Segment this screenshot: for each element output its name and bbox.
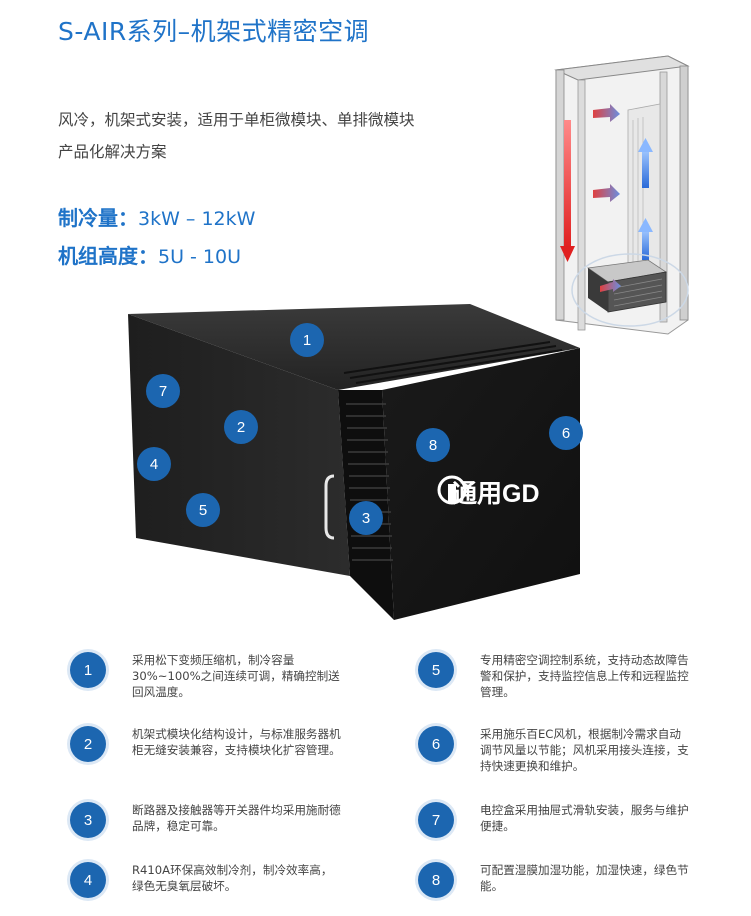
cooling-capacity-value: 3kW – 12kW (138, 208, 256, 230)
feature-number-badge: 7 (418, 802, 454, 838)
description-line-1: 风冷，机架式安装，适用于单柜微模块、单排微模块 (58, 111, 415, 129)
feature-text: 机架式模块化结构设计，与标准服务器机柜无缝安装兼容，支持模块化扩容管理。 (132, 727, 341, 757)
feature-number-badge: 5 (418, 652, 454, 688)
callout-badge-8: 8 (416, 428, 450, 462)
unit-height-label: 机组高度： (58, 244, 158, 268)
feature-text: 专用精密空调控制系统，支持动态故障告警和保护，支持监控信息上传和远程监控管理。 (480, 653, 689, 699)
rack-airflow-diagram (554, 55, 690, 335)
feature-text: 电控盒采用抽屉式滑轨安装，服务与维护便捷。 (480, 803, 689, 833)
feature-number-badge: 6 (418, 726, 454, 762)
callout-badge-7: 7 (146, 374, 180, 408)
page-title: S-AIR系列–机架式精密空调 (58, 17, 370, 46)
feature-text: 采用施乐百EC风机，根据制冷需求自动调节风量以节能；风机采用接头连接，支持快速更… (480, 727, 689, 773)
feature-text: 断路器及接触器等开关器件均采用施耐德品牌，稳定可靠。 (132, 803, 341, 833)
feature-text: R410A环保高效制冷剂，制冷效率高，绿色无臭氧层破坏。 (132, 863, 333, 893)
feature-number-badge: 8 (418, 862, 454, 898)
air-conditioner-unit-illustration (128, 304, 580, 620)
callout-badge-3: 3 (349, 501, 383, 535)
unit-height-value: 5U - 10U (158, 246, 242, 268)
brand-logo-text: 通用GD (452, 480, 540, 508)
callout-badge-2: 2 (224, 410, 258, 444)
product-description: 风冷，机架式安装，适用于单柜微模块、单排微模块 产品化解决方案 (58, 104, 498, 168)
callout-badge-4: 4 (137, 447, 171, 481)
description-line-2: 产品化解决方案 (58, 143, 167, 161)
feature-text: 采用松下变频压缩机，制冷容量30%~100%之间连续可调，精确控制送回风温度。 (132, 653, 340, 699)
unit-height-spec: 机组高度：5U - 10U (58, 240, 241, 269)
callout-badge-5: 5 (186, 493, 220, 527)
feature-number-badge: 3 (70, 802, 106, 838)
feature-number-badge: 4 (70, 862, 106, 898)
feature-number-badge: 1 (70, 652, 106, 688)
cooling-capacity-spec: 制冷量：3kW – 12kW (58, 202, 255, 231)
feature-text: 可配置湿膜加湿功能，加湿快速，绿色节能。 (480, 863, 689, 893)
feature-number-badge: 2 (70, 726, 106, 762)
callout-badge-1: 1 (290, 323, 324, 357)
callout-badge-6: 6 (549, 416, 583, 450)
cooling-capacity-label: 制冷量： (58, 206, 138, 230)
